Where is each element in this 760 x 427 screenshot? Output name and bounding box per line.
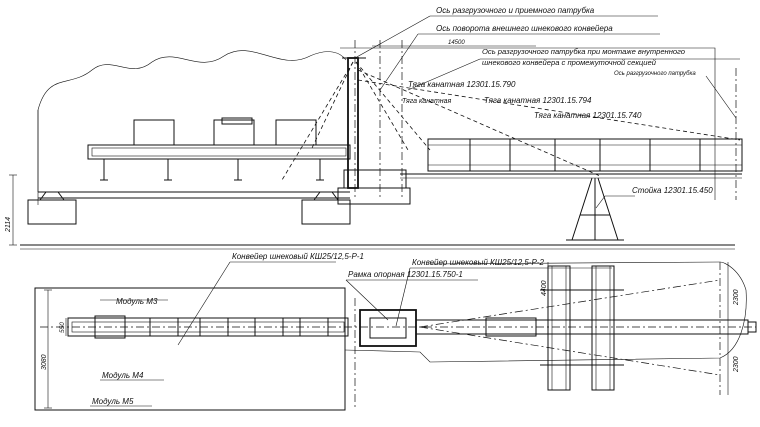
support-legs-left [100,159,324,181]
dim-550: 550 [59,322,66,333]
tie-794: Тяга канатная 12301.15.794 [484,96,592,105]
building-wall-right [340,47,716,200]
drive-box-3 [275,119,317,146]
conveyor-body-right [427,138,743,172]
mast-foot [343,169,407,189]
foundation-right-cap [313,191,339,201]
building-outline [37,50,347,192]
foundation-left-cap [39,191,65,201]
dim-4400: 4400 [541,280,548,296]
axis-lines-bottom [40,262,756,410]
tie-740: Тяга канатная 12301.15.740 [534,111,642,120]
dim-2114: 2114 [5,217,12,233]
bottom-view: Конвейер шнековый КШ25/12,5-Р-1 Рамка оп… [34,252,757,411]
leader-lines-bottom [90,261,612,407]
rope-ties [281,61,741,181]
axis-lines-top [354,40,737,200]
support-frame-750 [359,309,417,347]
dim-3080: 3080 [41,354,48,370]
conveyor-body-left [87,144,351,160]
drive-box-2 [213,119,255,146]
foundation-left [27,199,77,225]
dim-2300-bottom: 2300 [733,356,740,373]
drive-box-4 [221,117,253,125]
frame-750-label: Рамка опорная 12301.15.750-1 [348,270,463,279]
tie-short: Тяга канатная [402,98,452,105]
outer-arc-line-top [429,261,721,265]
dim-14500: 14500 [448,40,465,46]
conveyor-right-segments [469,139,701,171]
tie-790: Тяга канатная 12301.15.790 [408,80,516,89]
conveyor-2-label: Конвейер шнековый КШ25/12,5-Р-2 [412,258,544,267]
conveyor-body-left-inner [91,147,347,157]
support-frame-inner [369,317,407,339]
mast [347,57,359,189]
stand-450: Стойка 12301.15.450 [632,186,713,195]
leader-axis-unload-right: Ось разгрузочного патрубка [614,71,696,77]
drive-box-1 [133,119,175,146]
stand-12301-15-450 [566,177,624,241]
module-m3-label: Модуль М3 [116,297,158,306]
conveyor-1-label: Конвейер шнековый КШ25/12,5-Р-1 [232,252,364,261]
dim-2300-top: 2300 [733,289,740,306]
leader-axis-rotation: Ось поворота внешнего шнекового конвейер… [436,24,613,33]
leader-lines-top [354,15,740,209]
leader-axis-unload-receive: Ось разгрузочного и приемного патрубка [436,6,595,15]
leader-axis-mount-line2: шнекового конвейера с промежуточной секц… [482,58,657,67]
module-frame [34,287,346,411]
top-view: Ось разгрузочного и приемного патрубка О… [5,6,743,250]
module-m5-label: Модуль М5 [92,397,134,406]
leader-axis-mount-line1: Ось разгрузочного патрубка при монтаже в… [482,47,685,56]
turntable-frames [540,265,624,391]
dimension-lines-bottom [44,262,729,409]
foundation-right [301,199,351,225]
module-m4-label: Модуль М4 [102,371,144,380]
mast-base [337,187,411,205]
building-outline-right [344,261,747,363]
